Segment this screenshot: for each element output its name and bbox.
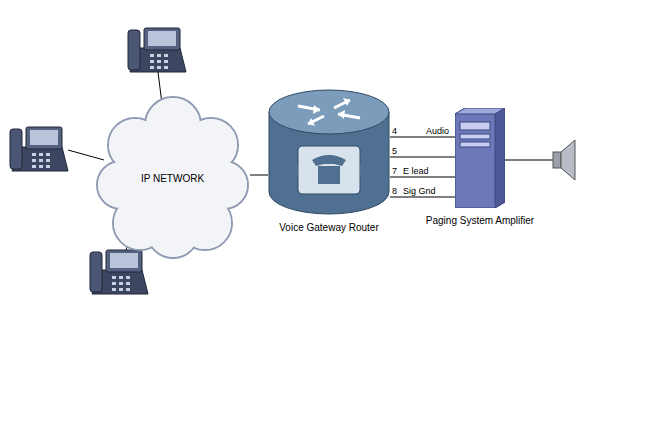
device-label: Voice Gateway Router bbox=[279, 222, 379, 233]
signal-name: Audio bbox=[425, 126, 450, 136]
router-node: Voice Gateway Router bbox=[268, 88, 390, 215]
signal-wire bbox=[390, 137, 455, 138]
signal-name: Sig Gnd bbox=[402, 186, 437, 196]
pin-number: 5 bbox=[391, 146, 398, 156]
signal-wire bbox=[390, 177, 455, 178]
speaker-wire bbox=[505, 160, 553, 161]
amplifier-tower bbox=[455, 108, 505, 208]
ip-phone bbox=[128, 28, 186, 72]
router-icon bbox=[268, 88, 390, 215]
pin-number: 8 bbox=[391, 186, 398, 196]
pin-number: 7 bbox=[391, 166, 398, 176]
signal-wire bbox=[390, 197, 455, 198]
pin-number: 4 bbox=[391, 126, 398, 136]
ip-phone bbox=[10, 127, 68, 171]
amplifier-node: Paging System Amplifier bbox=[455, 108, 505, 208]
ip-phone bbox=[90, 250, 148, 294]
signal-wire bbox=[390, 157, 455, 158]
network-link bbox=[250, 175, 268, 176]
network-label: IP NETWORK bbox=[141, 172, 204, 183]
signal-name: E lead bbox=[402, 166, 430, 176]
cloud-node: IP NETWORK bbox=[95, 95, 250, 260]
speaker-symbol bbox=[553, 140, 575, 180]
device-label: Paging System Amplifier bbox=[426, 215, 534, 226]
